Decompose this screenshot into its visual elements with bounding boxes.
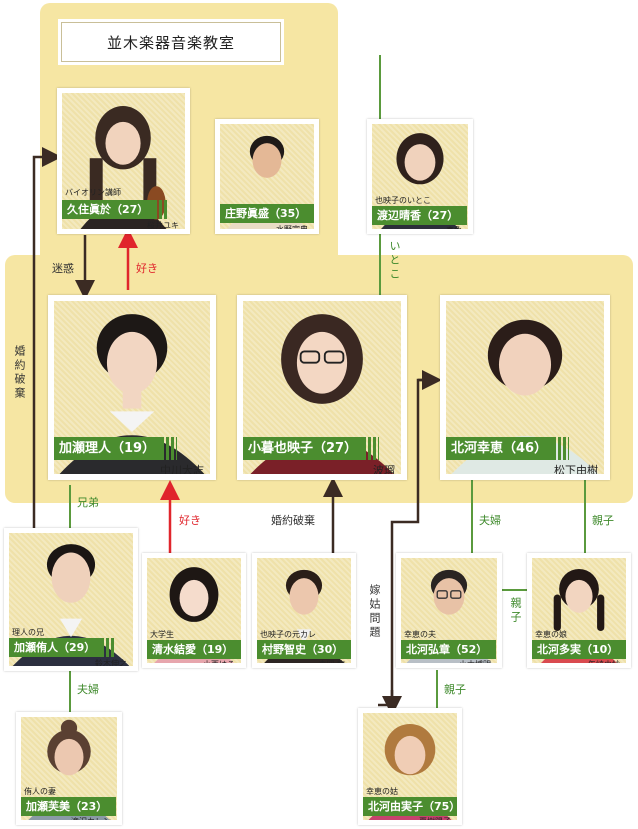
actor-name: 森岡 龍 (318, 660, 345, 668)
character-age: （35） (269, 207, 307, 220)
character-card-kuzumi: バイオリン講師 久住眞於（27） 桜井ユキ (57, 88, 190, 234)
character-age: （29） (58, 641, 96, 654)
actor-name: 矢崎由紗 (588, 660, 620, 668)
character-name: 北河弘章 (406, 643, 450, 656)
label-fufu-right: 夫婦 (479, 514, 501, 527)
label-oyako-mid: 親子 (509, 597, 522, 625)
character-role: 理人の兄 (12, 628, 44, 637)
character-name: 加瀬理人 (59, 441, 112, 456)
character-role: 侑人の妻 (24, 787, 56, 796)
label-kyodai: 兄弟 (77, 496, 99, 509)
character-card-kase-emi: 侑人の妻 加瀬芙美（23） 滝沢カレン (16, 712, 122, 825)
character-age: （46） (503, 441, 548, 456)
character-name: 北河由実子 (368, 800, 423, 813)
actor-name: 中川大志 (160, 464, 204, 477)
character-role: 也映子の元カレ (260, 630, 316, 639)
character-name-bar: 久住眞於（27） (62, 200, 169, 219)
region-join (40, 240, 338, 270)
label-yomeshutome: 嫁姑問題 (368, 584, 381, 640)
label-suki-bottom: 好き (179, 514, 201, 527)
character-role: バイオリン講師 (65, 188, 121, 197)
label-engagement-mid: 婚約破棄 (271, 514, 315, 527)
character-age: （19） (111, 441, 156, 456)
actor-name: 鈴木伸之 (95, 659, 127, 668)
actor-name: 小木博明 (459, 660, 491, 668)
character-card-shimizu: 大学生 清水結愛（19） 小西はる (142, 553, 246, 668)
label-engagement-left: 婚約破棄 (13, 345, 26, 401)
character-card-kogure: 小暮也映子（27） 波瑠 (237, 295, 407, 480)
label-meiwaku: 迷惑 (52, 262, 74, 275)
character-name: 加瀬芙美 (26, 800, 70, 813)
character-name: 北河多実 (537, 643, 581, 656)
character-age: （75） (423, 800, 461, 813)
actor-name: 桜井ユキ (147, 221, 179, 230)
character-age: （23） (70, 800, 108, 813)
character-name-bar: 小暮也映子（27） (243, 437, 380, 460)
character-name-bar: 加瀬侑人（29） (9, 638, 116, 657)
character-name: 清水結愛 (152, 643, 196, 656)
character-card-kase-shunto: 理人の兄 加瀬侑人（29） 鈴木伸之 (4, 528, 138, 671)
character-age: （27） (313, 441, 358, 456)
character-name: 渡辺晴香 (377, 209, 421, 222)
character-name-bar: 庄野眞盛（35） (220, 204, 314, 223)
character-card-kitagawa-yumiko: 幸恵の姑 北河由実子（75） 夏樹陽子 (358, 708, 462, 825)
character-role: 也映子のいとこ (375, 196, 431, 205)
character-name: 北河幸恵 (451, 441, 504, 456)
actor-name: 小西はる (203, 660, 235, 668)
character-name-bar: 加瀬理人（19） (54, 437, 178, 460)
character-name: 小暮也映子 (248, 441, 314, 456)
character-role: 幸恵の姑 (366, 787, 398, 796)
character-card-kitagawa-tami: 幸恵の娘 北河多実（10） 矢崎由紗 (527, 553, 631, 668)
character-name: 庄野眞盛 (225, 207, 269, 220)
actor-name: 水野宗典 (276, 225, 308, 234)
page-title: 並木楽器音楽教室 (61, 22, 281, 62)
character-age: （19） (196, 643, 234, 656)
actor-name: 夏樹陽子 (419, 817, 451, 825)
character-name-bar: 北河多実（10） (532, 640, 626, 659)
character-name-bar: 渡辺晴香（27） (372, 206, 468, 225)
actor-name: 滝沢カレン (71, 817, 111, 825)
character-role: 大学生 (150, 630, 174, 639)
character-card-kase-rihito: 加瀬理人（19） 中川大志 (48, 295, 216, 480)
label-oyako-right: 親子 (592, 514, 614, 527)
character-name-bar: 清水結愛（19） (147, 640, 241, 659)
character-card-murano: 也映子の元カレ 村野智史（30） 森岡 龍 (252, 553, 356, 668)
character-name-bar: 北河由実子（75） (363, 797, 461, 816)
character-card-shono: 庄野眞盛（35） 水野宗典 (215, 119, 319, 234)
label-fufu-left: 夫婦 (77, 683, 99, 696)
character-card-kitagawa-hiroaki: 幸恵の夫 北河弘章（52） 小木博明 (396, 553, 502, 668)
character-name: 加瀬侑人 (14, 641, 58, 654)
character-name-bar: 北河幸恵（46） (446, 437, 570, 460)
character-name-bar: 北河弘章（52） (401, 640, 497, 659)
character-card-watanabe: 也映子のいとこ 渡辺晴香（27） 真魚 (367, 119, 473, 234)
character-name-bar: 加瀬芙美（23） (21, 797, 117, 816)
line-engagement-left (32, 147, 62, 528)
character-name-bar: 村野智史（30） (257, 640, 351, 659)
character-role: 幸恵の娘 (535, 630, 567, 639)
label-itoko: いとこ (388, 240, 401, 282)
character-name: 久住眞於 (67, 203, 111, 216)
actor-name: 真魚 (446, 226, 462, 234)
character-age: （27） (421, 209, 459, 222)
character-card-kitagawa-yukie: 北河幸恵（46） 松下由樹 (440, 295, 610, 480)
character-name: 村野智史 (262, 643, 306, 656)
person-silhouette-icon (80, 106, 167, 229)
actor-name: 波瑠 (373, 464, 395, 477)
character-age: （27） (111, 203, 149, 216)
actor-name: 松下由樹 (554, 464, 598, 477)
label-oyako-bottom: 親子 (444, 683, 466, 696)
character-age: （52） (450, 643, 488, 656)
character-role: 幸恵の夫 (404, 630, 436, 639)
character-age: （10） (581, 643, 619, 656)
character-age: （30） (306, 643, 344, 656)
label-suki-top: 好き (136, 262, 158, 275)
